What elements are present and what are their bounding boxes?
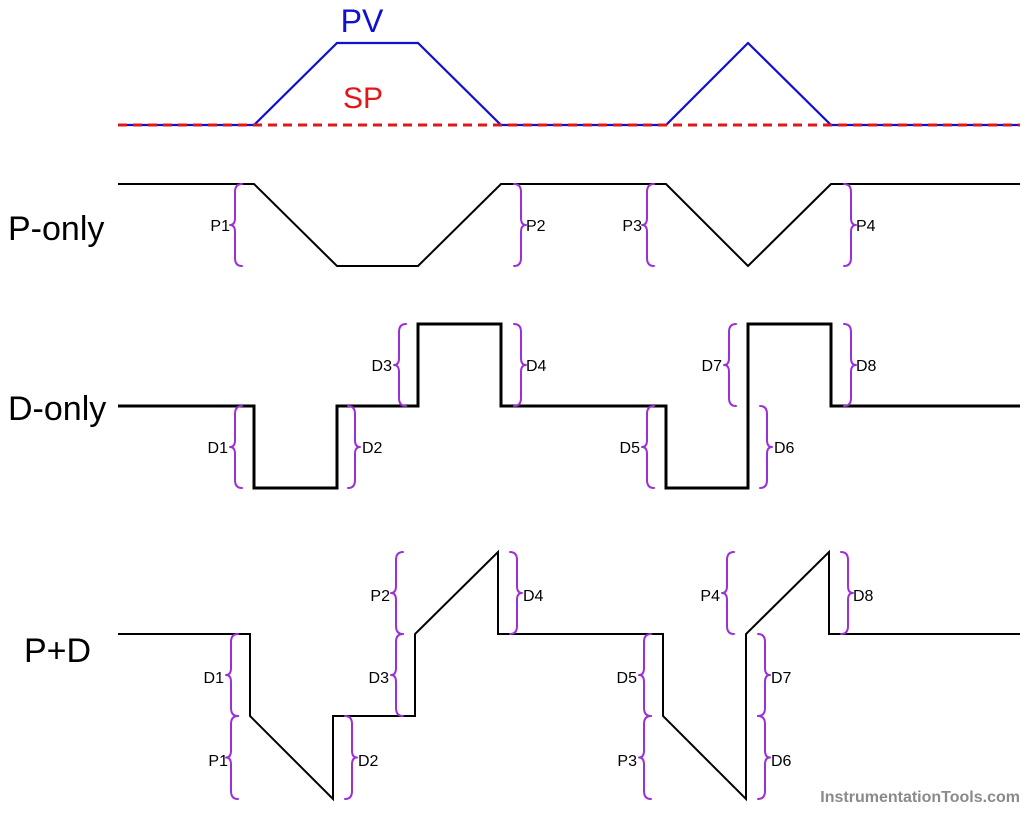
label-d-only-d4: D4 <box>526 358 547 375</box>
label-p-only-p1: P1 <box>210 218 230 235</box>
label-p-plus-d-p4: P4 <box>700 588 720 605</box>
brace-p-plus-d-d6 <box>757 715 771 800</box>
row-label-p-only: P-only <box>8 210 104 248</box>
brace-d-only-d4 <box>513 323 527 407</box>
watermark: InstrumentationTools.com <box>820 789 1020 806</box>
pv-label: PV <box>341 3 384 39</box>
brace-d-only-d2 <box>347 405 361 489</box>
p-plus-d-row: P+D D1 P1 D2 D3 P2 D4 D5 P3 D6 D7 P4 D8 <box>24 549 1020 802</box>
label-p-only-p4: P4 <box>856 218 876 235</box>
brace-p-only-p2 <box>513 183 527 267</box>
brace-d-only-d8 <box>843 323 857 407</box>
label-p-plus-d-d3: D3 <box>369 670 390 687</box>
label-p-plus-d-d5: D5 <box>617 670 638 687</box>
brace-d-only-d7 <box>723 323 737 407</box>
label-p-plus-d-d2: D2 <box>358 753 379 770</box>
brace-p-plus-d-d5 <box>638 633 652 717</box>
brace-d-only-d3 <box>393 323 407 407</box>
label-p-plus-d-p1: P1 <box>208 753 228 770</box>
row-label-p-plus-d: P+D <box>24 632 91 670</box>
brace-p-only-p1 <box>229 183 243 267</box>
brace-p-plus-d-p3 <box>638 715 652 800</box>
brace-p-plus-d-d2 <box>344 715 358 800</box>
brace-d-only-d6 <box>759 405 773 489</box>
label-d-only-d6: D6 <box>774 440 795 457</box>
d-only-row: D-only D1 D2 D3 D4 D5 D6 D7 D8 <box>8 322 1020 490</box>
label-p-only-p3: P3 <box>622 218 642 235</box>
label-d-only-d3: D3 <box>372 358 393 375</box>
sp-label: SP <box>343 82 383 115</box>
pv-trace <box>118 41 1020 127</box>
label-p-plus-d-p2: P2 <box>370 588 390 605</box>
brace-p-plus-d-d8 <box>840 551 854 635</box>
brace-p-only-p3 <box>641 183 655 267</box>
brace-p-plus-d-d1 <box>225 633 239 717</box>
p-only-trace <box>118 183 1020 268</box>
brace-p-plus-d-p1 <box>225 715 239 800</box>
brace-p-only-p4 <box>843 183 857 267</box>
brace-d-only-d5 <box>641 405 655 489</box>
label-d-only-d2: D2 <box>362 440 383 457</box>
label-p-plus-d-d1: D1 <box>204 670 225 687</box>
label-p-plus-d-d7: D7 <box>771 670 792 687</box>
pv-sp-panel: PV SP <box>118 3 1020 127</box>
p-only-row: P-only P1 P2 P3 P4 <box>8 183 1020 268</box>
brace-p-plus-d-d7 <box>757 633 771 717</box>
label-p-plus-d-p3: P3 <box>617 753 637 770</box>
label-d-only-d5: D5 <box>620 440 641 457</box>
row-label-d-only: D-only <box>8 390 106 428</box>
d-only-trace <box>118 322 1020 490</box>
label-d-only-d8: D8 <box>856 358 877 375</box>
brace-p-plus-d-d4 <box>509 551 523 635</box>
label-p-plus-d-d6: D6 <box>771 753 792 770</box>
label-d-only-d7: D7 <box>702 358 723 375</box>
label-d-only-d1: D1 <box>208 440 229 457</box>
label-p-plus-d-d4: D4 <box>523 588 544 605</box>
brace-d-only-d1 <box>229 405 243 489</box>
brace-p-plus-d-d3 <box>390 633 404 717</box>
brace-p-plus-d-p4 <box>721 551 735 635</box>
p-plus-d-trace <box>118 549 1020 802</box>
brace-p-plus-d-p2 <box>390 551 404 635</box>
label-p-only-p2: P2 <box>526 218 546 235</box>
label-p-plus-d-d8: D8 <box>853 588 874 605</box>
